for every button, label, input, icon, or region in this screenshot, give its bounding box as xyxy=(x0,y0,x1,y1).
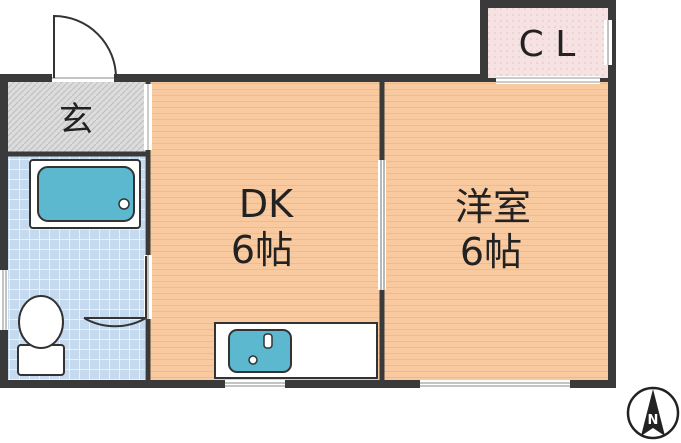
bathroom-door xyxy=(83,256,147,328)
compass-letter: N xyxy=(648,413,659,428)
entrance-label: 玄 xyxy=(59,100,93,140)
western-room-floor xyxy=(384,82,608,380)
kitchen-sink xyxy=(214,322,378,379)
western-room-name: 洋室 xyxy=(455,185,531,229)
closet-floor xyxy=(488,8,608,78)
north-compass-icon: N xyxy=(626,386,680,440)
dk-room-size: 6帖 xyxy=(231,228,293,272)
bathtub xyxy=(29,159,141,229)
closet-label: C L xyxy=(519,24,576,65)
entrance-floor xyxy=(8,82,145,152)
openings xyxy=(0,20,612,388)
entrance-door xyxy=(53,14,117,79)
western-room-size: 6帖 xyxy=(460,230,522,274)
toilet xyxy=(17,295,65,376)
dk-room-name: DK xyxy=(239,182,294,226)
